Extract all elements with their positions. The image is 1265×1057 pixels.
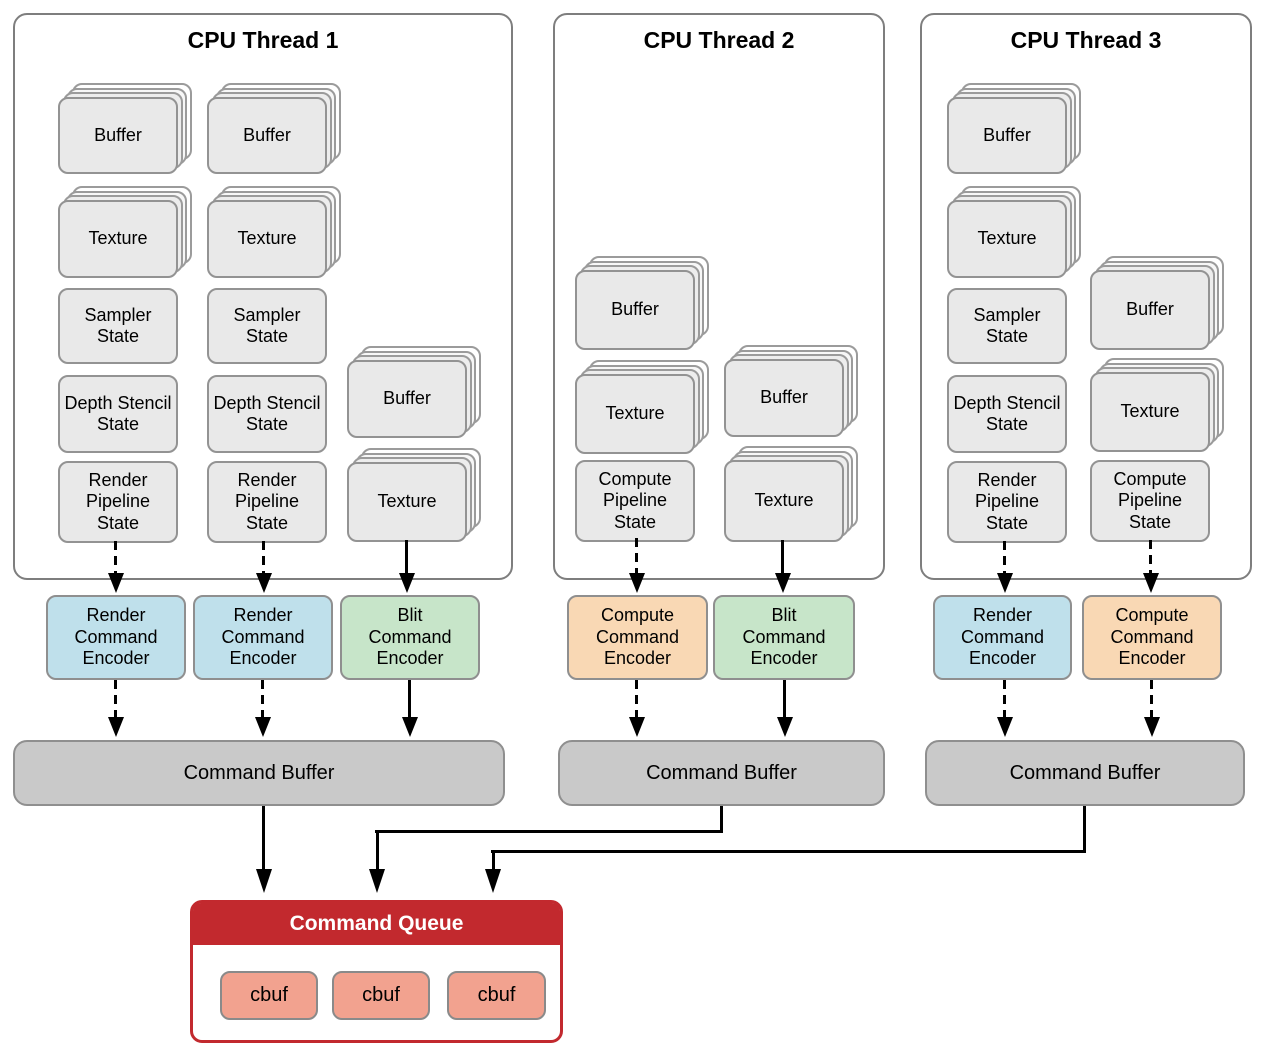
depth-stencil-state-box: Depth Stencil State — [58, 375, 178, 453]
arrowhead — [1144, 717, 1160, 737]
arrowhead — [255, 717, 271, 737]
connector-cb3-to-queue — [1083, 806, 1086, 853]
command-buffer-1: Command Buffer — [13, 740, 505, 806]
connector-cb1-to-queue — [262, 806, 265, 869]
buffer-box: Buffer — [58, 97, 178, 174]
buffer-box: Buffer — [575, 270, 695, 350]
cbuf-chip: cbuf — [447, 971, 546, 1020]
compute-command-encoder: Compute Command Encoder — [567, 595, 708, 680]
render-command-encoder: Render Command Encoder — [193, 595, 333, 680]
compute-pipeline-state-box: Compute Pipeline State — [575, 460, 695, 542]
cpu-thread-3-panel: CPU Thread 3 Buffer Texture Sampler Stat… — [920, 13, 1252, 580]
arrow-rps-to-render-encoder-1 — [114, 541, 117, 573]
render-pipeline-state-box: Render Pipeline State — [207, 461, 327, 543]
cpu-thread-2-panel: CPU Thread 2 Buffer Texture Compute Pipe… — [553, 13, 885, 580]
texture-stack: Texture — [1090, 358, 1224, 452]
arrowhead — [369, 869, 385, 893]
buffer-stack: Buffer — [724, 345, 858, 437]
sampler-state-box: Sampler State — [207, 288, 327, 364]
texture-box: Texture — [1090, 372, 1210, 452]
arrow-encoder-to-command-buffer — [783, 680, 786, 717]
arrowhead — [997, 717, 1013, 737]
arrow-encoder-to-command-buffer — [1003, 680, 1006, 717]
sampler-state-box: Sampler State — [947, 288, 1067, 364]
buffer-stack: Buffer — [947, 83, 1081, 174]
arrowhead — [256, 573, 272, 593]
texture-box: Texture — [347, 462, 467, 542]
connector-cb2-to-queue — [720, 806, 723, 833]
arrow-encoder-to-command-buffer — [408, 680, 411, 717]
arrowhead — [1143, 573, 1159, 593]
compute-pipeline-state-box: Compute Pipeline State — [1090, 460, 1210, 542]
texture-stack: Texture — [58, 186, 192, 278]
buffer-stack: Buffer — [347, 346, 481, 438]
arrowhead — [997, 573, 1013, 593]
texture-box: Texture — [207, 200, 327, 278]
render-command-encoder: Render Command Encoder — [933, 595, 1072, 680]
texture-stack: Texture — [947, 186, 1081, 278]
buffer-box: Buffer — [947, 97, 1067, 174]
render-pipeline-state-box: Render Pipeline State — [58, 461, 178, 543]
command-buffer-3: Command Buffer — [925, 740, 1245, 806]
connector-cb2-to-queue — [375, 830, 723, 833]
compute-command-encoder: Compute Command Encoder — [1082, 595, 1222, 680]
buffer-box: Buffer — [347, 360, 467, 438]
texture-box: Texture — [575, 374, 695, 454]
buffer-stack: Buffer — [207, 83, 341, 174]
depth-stencil-state-box: Depth Stencil State — [207, 375, 327, 453]
arrowhead — [629, 573, 645, 593]
arrow-encoder-to-command-buffer — [114, 680, 117, 717]
arrow-rps-to-render-encoder-3 — [1003, 541, 1006, 573]
buffer-stack: Buffer — [58, 83, 192, 174]
cpu-thread-2-title: CPU Thread 2 — [643, 27, 795, 53]
buffer-stack: Buffer — [1090, 256, 1224, 350]
connector-cb2-to-queue — [376, 830, 379, 869]
arrowhead — [629, 717, 645, 737]
arrowhead — [402, 717, 418, 737]
connector-cb3-to-queue — [492, 850, 495, 869]
blit-command-encoder: Blit Command Encoder — [340, 595, 480, 680]
arrow-encoder-to-command-buffer — [1150, 680, 1153, 717]
arrowhead — [399, 573, 415, 593]
depth-stencil-state-box: Depth Stencil State — [947, 375, 1067, 453]
arrow-encoder-to-command-buffer — [261, 680, 264, 717]
render-command-encoder: Render Command Encoder — [46, 595, 186, 680]
buffer-stack: Buffer — [575, 256, 709, 350]
arrow-texture-to-blit-encoder-2 — [781, 540, 784, 573]
arrowhead — [777, 717, 793, 737]
texture-stack: Texture — [575, 360, 709, 454]
cpu-thread-1-title: CPU Thread 1 — [187, 27, 339, 53]
arrowhead — [256, 869, 272, 893]
texture-stack: Texture — [347, 448, 481, 542]
buffer-box: Buffer — [207, 97, 327, 174]
command-queue: Command Queue cbuf cbuf cbuf — [190, 900, 563, 1043]
cpu-thread-1-panel: CPU Thread 1 Buffer Buffer Texture Textu… — [13, 13, 513, 580]
render-pipeline-state-box: Render Pipeline State — [947, 461, 1067, 543]
texture-box: Texture — [947, 200, 1067, 278]
arrow-texture-to-blit-encoder-1 — [405, 540, 408, 573]
cbuf-chip: cbuf — [220, 971, 318, 1020]
arrow-encoder-to-command-buffer — [635, 680, 638, 717]
texture-stack: Texture — [724, 446, 858, 542]
arrowhead — [108, 717, 124, 737]
blit-command-encoder: Blit Command Encoder — [713, 595, 855, 680]
buffer-box: Buffer — [724, 359, 844, 437]
arrowhead — [108, 573, 124, 593]
sampler-state-box: Sampler State — [58, 288, 178, 364]
buffer-box: Buffer — [1090, 270, 1210, 350]
arrow-cps-to-compute-encoder-2 — [1149, 540, 1152, 573]
texture-stack: Texture — [207, 186, 341, 278]
arrowhead — [775, 573, 791, 593]
arrowhead — [485, 869, 501, 893]
arrow-rps-to-render-encoder-2 — [262, 541, 265, 573]
command-queue-header: Command Queue — [193, 903, 560, 945]
cpu-thread-3-title: CPU Thread 3 — [1010, 27, 1162, 53]
connector-cb3-to-queue — [491, 850, 1086, 853]
command-buffer-2: Command Buffer — [558, 740, 885, 806]
cbuf-chip: cbuf — [332, 971, 430, 1020]
arrow-cps-to-compute-encoder-1 — [635, 538, 638, 573]
texture-box: Texture — [724, 460, 844, 542]
texture-box: Texture — [58, 200, 178, 278]
